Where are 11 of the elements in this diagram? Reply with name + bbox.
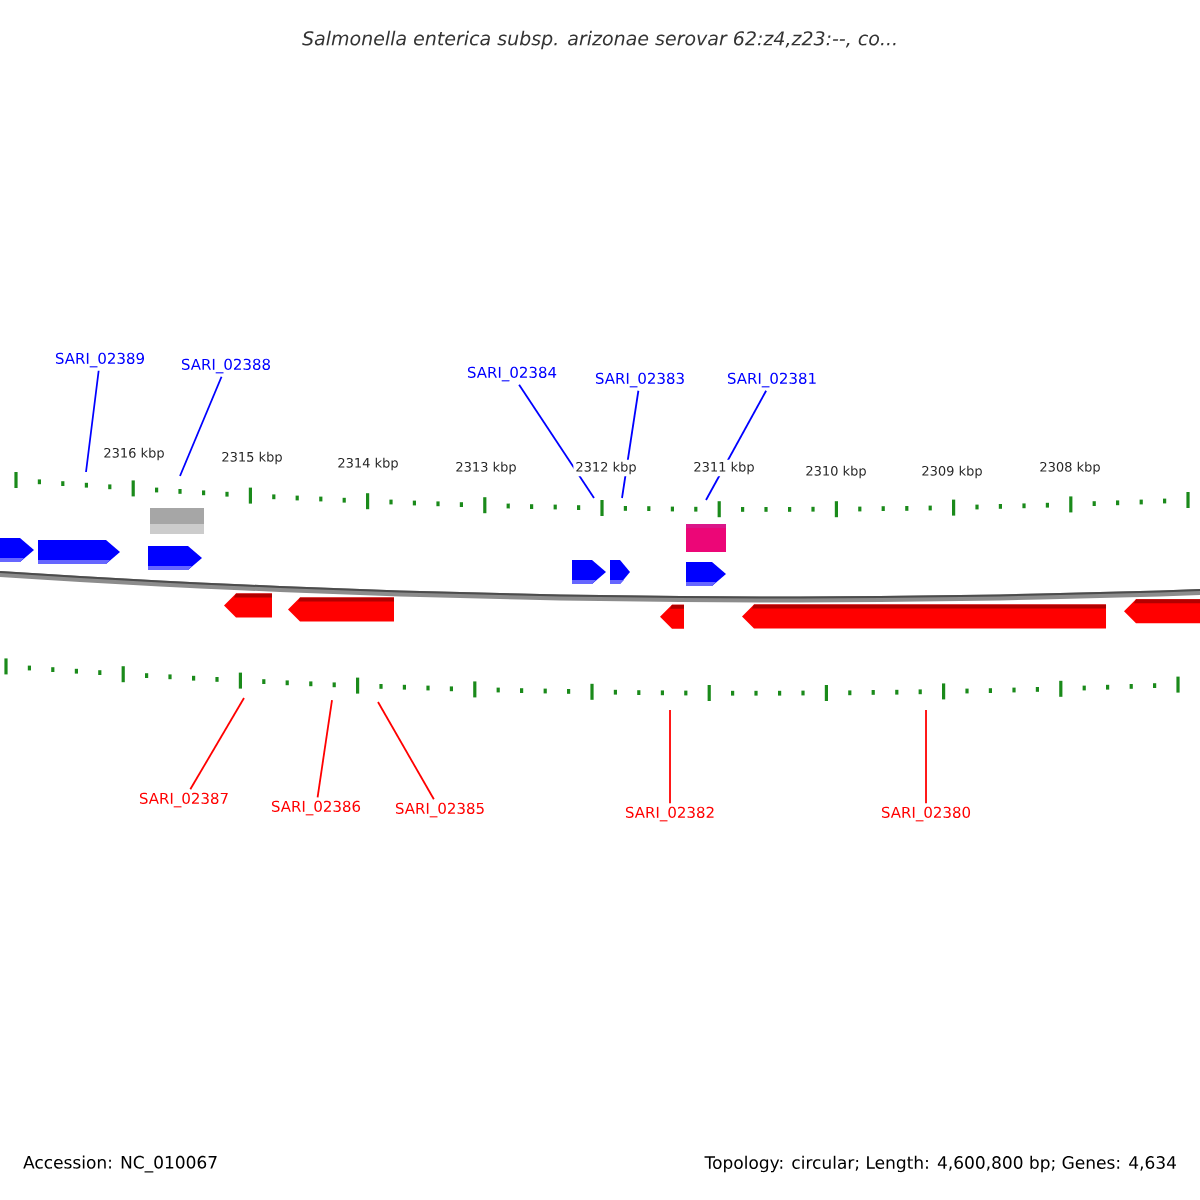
leader-line: [669, 709, 671, 805]
leader-line: [179, 375, 223, 477]
summary-text: Topology: circular; Length: 4,600,800 bp; Genes: 4,634: [704, 1155, 1176, 1173]
leader-line: [189, 697, 245, 791]
leader-line: [925, 709, 927, 805]
leader-line: [518, 383, 595, 499]
accession-text: Accession: NC_010067: [23, 1155, 217, 1173]
leader-line: [85, 369, 100, 473]
title: Salmonella enterica subsp. arizonae serovar 62:z4,z23:--, co...: [302, 30, 896, 50]
leader-line: [377, 701, 435, 801]
leader-line: [316, 699, 333, 799]
